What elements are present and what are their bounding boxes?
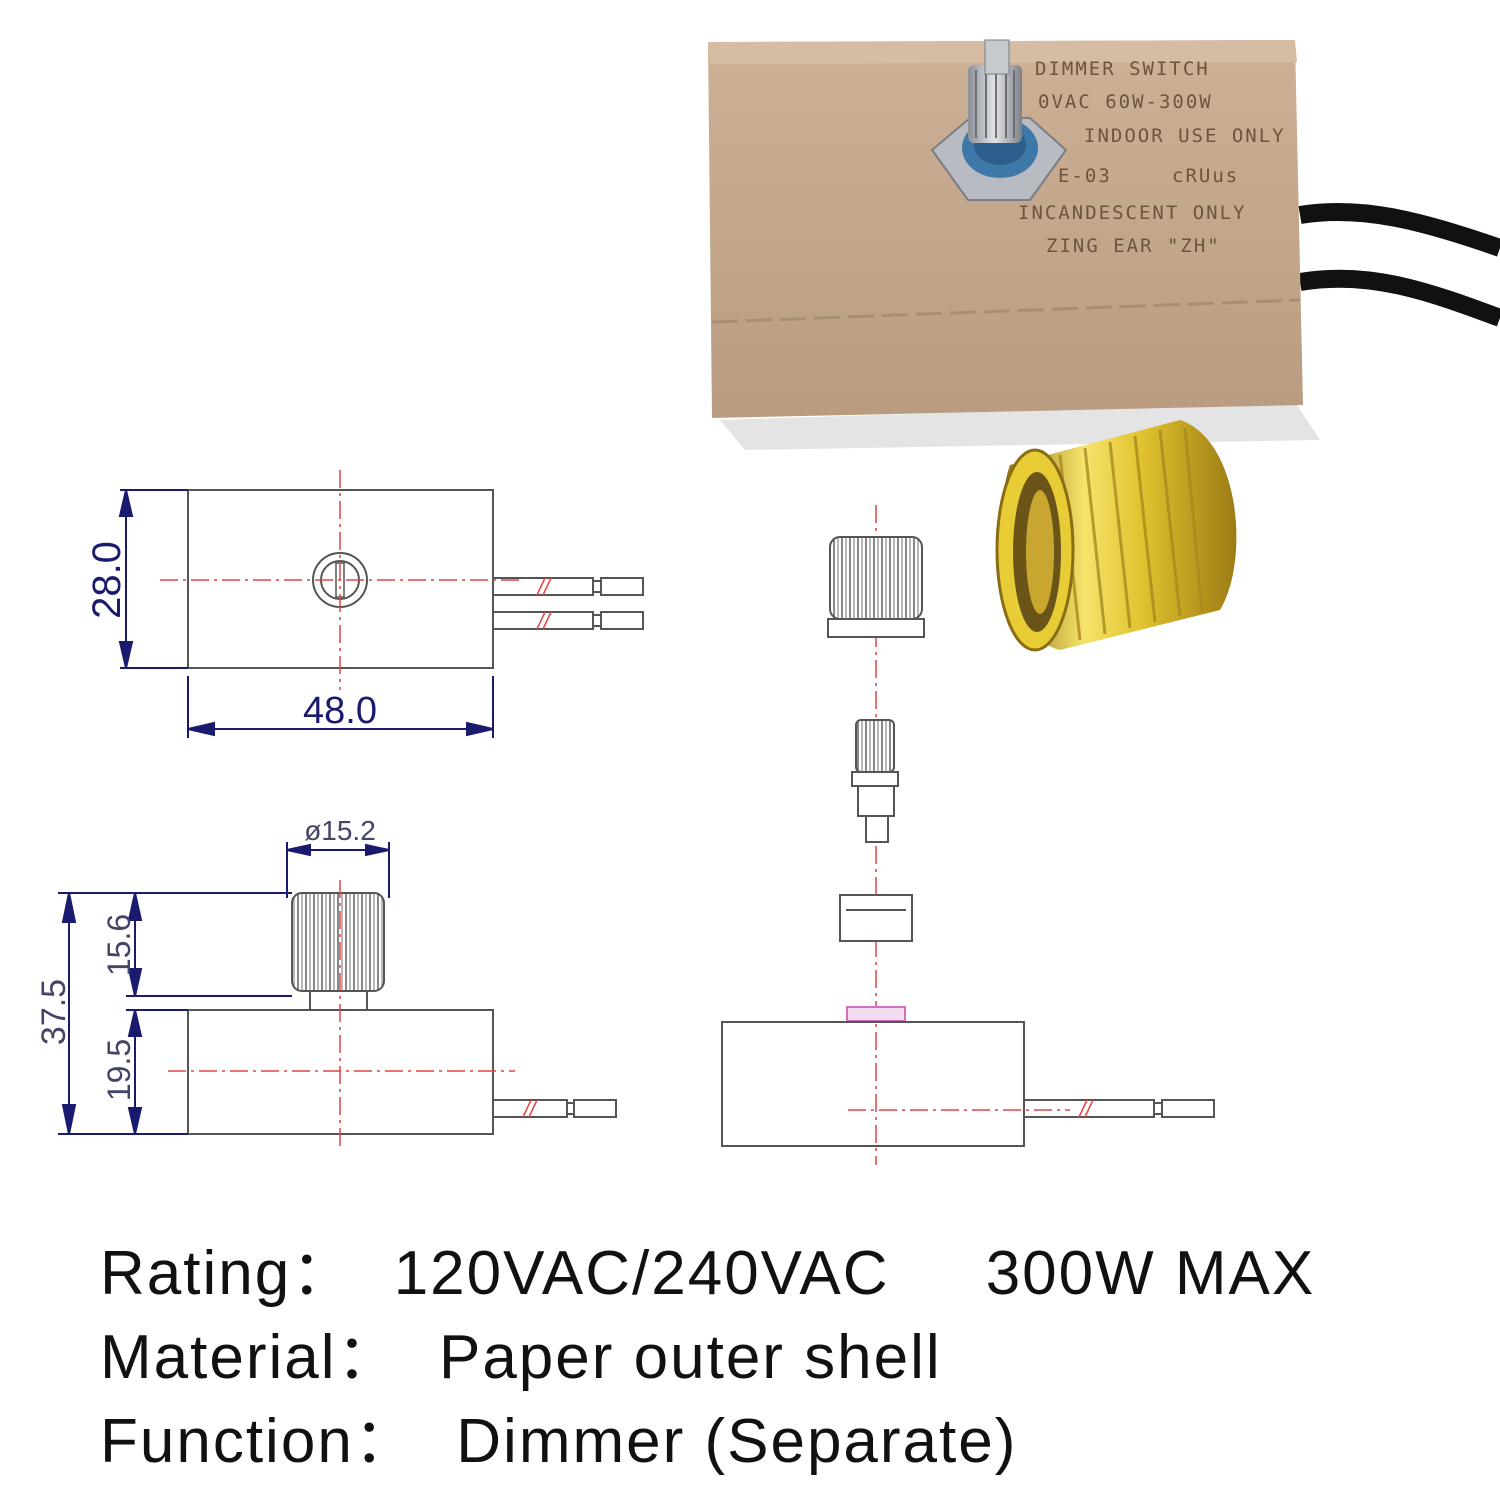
spec-label: Rating： <box>100 1239 356 1308</box>
dimension-total-height-label: 37.5 <box>35 979 73 1045</box>
drawing-exploded-view <box>721 505 1215 1165</box>
spec-rating: Rating： 120VAC/240VAC 300W MAX <box>100 1232 1450 1316</box>
spec-material: Material： Paper outer shell <box>100 1316 1450 1400</box>
box-label-line: DIMMER SWITCH <box>1035 58 1210 80</box>
dimension-width-label: 48.0 <box>303 690 377 732</box>
spec-label: Material： <box>100 1323 401 1392</box>
dimension-height-label: 28.0 <box>85 541 129 619</box>
gold-knob-photo <box>995 420 1237 652</box>
exploded-nut <box>839 894 913 942</box>
knob-side <box>291 892 385 992</box>
box-label-line: E-03 <box>1058 165 1112 187</box>
exploded-mount-hole <box>846 1006 906 1022</box>
box-label-line: 0VAC 60W-300W <box>1038 91 1213 113</box>
exploded-shaft <box>855 719 895 773</box>
spec-label: Function： <box>100 1407 418 1476</box>
spec-value: Paper outer shell <box>438 1323 942 1392</box>
dimension-diameter <box>286 842 390 898</box>
box-label-line: INCANDESCENT ONLY <box>1018 202 1246 224</box>
spec-value: 120VAC/240VAC 300W MAX <box>393 1239 1316 1308</box>
lead-wire-exploded <box>1023 1099 1215 1118</box>
cable-upper <box>1298 202 1500 257</box>
cable-lower <box>1298 269 1500 327</box>
exploded-knob <box>829 536 923 620</box>
box-crease <box>711 298 1301 324</box>
lead-wires-top <box>492 577 644 630</box>
dimension-width <box>187 676 494 738</box>
spec-function: Function： Dimmer (Separate) <box>100 1400 1450 1484</box>
box-label-line: ZING EAR "ZH" <box>1046 235 1221 257</box>
knob-base <box>309 990 368 1011</box>
spec-list: Rating： 120VAC/240VAC 300W MAX Material：… <box>100 1232 1450 1484</box>
dimension-diameter-label: ø15.2 <box>304 815 376 846</box>
dimension-height <box>118 489 188 669</box>
lead-wire-side <box>492 1099 617 1118</box>
drawing-top-view: 28.0 48.0 <box>85 470 644 738</box>
box-label: DIMMER SWITCH 0VAC 60W-300W INDOOR USE O… <box>1018 58 1286 257</box>
dimension-body-height-label: 19.5 <box>101 1039 137 1101</box>
potentiometer-shaft <box>930 39 1068 201</box>
dimension-total-height <box>58 892 292 1135</box>
product-photo: DIMMER SWITCH 0VAC 60W-300W INDOOR USE O… <box>708 39 1500 450</box>
drawing-side-view: ø15.2 37.5 15.6 19.5 <box>35 815 617 1150</box>
dimension-knob-height-label: 15.6 <box>101 914 137 976</box>
certification-mark: cRUus <box>1172 165 1239 187</box>
exploded-body <box>721 1021 1025 1147</box>
dimension-knob-height <box>126 892 292 997</box>
box-label-line: INDOOR USE ONLY <box>1084 125 1286 147</box>
dimmer-box <box>708 40 1303 418</box>
spec-value: Dimmer (Separate) <box>456 1407 1018 1476</box>
dimension-body-height <box>126 1009 188 1135</box>
